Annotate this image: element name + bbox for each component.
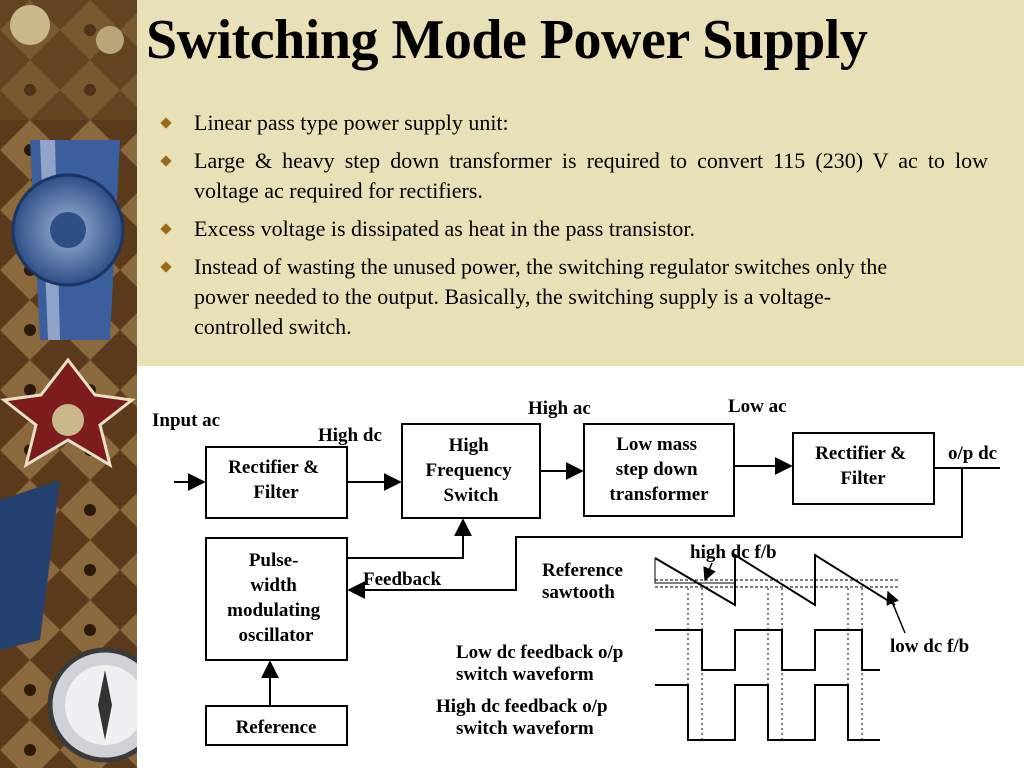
feedback-label: Feedback [363, 569, 442, 590]
pwm-oscillator-label: Pulse- width modulating oscillator [227, 550, 325, 646]
bullet-item: Large & heavy step down transformer is r… [160, 146, 988, 206]
rectifier-filter-block-2 [792, 432, 935, 505]
diamond-bullet-icon [160, 261, 172, 273]
transformer-label: Low mass step down transformer [609, 434, 709, 505]
rectifier-filter-2-label: Rectifier & Filter [815, 443, 911, 489]
reference-label: Reference [236, 717, 317, 738]
input-ac-label: Input ac [152, 410, 220, 431]
sawtooth-waveform [654, 553, 896, 607]
reference-block [205, 705, 348, 746]
rectifier-filter-1-label: Rectifier & Filter [228, 457, 324, 503]
low-dc-fb-label: low dc f/b [890, 636, 969, 657]
high-dc-square-wave [655, 684, 880, 741]
high-dc-waveform-label: High dc feedback o/p switch waveform [436, 696, 612, 739]
transformer-block [583, 423, 735, 517]
smps-block-diagram: Rectifier & Filter High Frequency Switch… [137, 366, 1024, 768]
bullet-list: Linear pass type power supply unit: Larg… [160, 108, 988, 350]
bullet-item: Linear pass type power supply unit: [160, 108, 988, 138]
rectifier-filter-block-1 [205, 446, 348, 519]
bullet-text: Excess voltage is dissipated as heat in … [194, 216, 696, 241]
bullet-text: Large & heavy step down transformer is r… [194, 148, 988, 203]
bullet-text: Instead of wasting the unused power, the… [194, 254, 888, 339]
high-dc-fb-label: high dc f/b [690, 542, 777, 563]
high-ac-label: High ac [528, 398, 591, 419]
low-ac-label: Low ac [728, 396, 787, 417]
diagram-svg: Rectifier & Filter High Frequency Switch… [152, 396, 1000, 746]
pwm-oscillator-block [205, 537, 348, 661]
output-dc-label: o/p dc [948, 443, 997, 464]
high-frequency-switch-label: High Frequency Switch [426, 435, 517, 506]
pwm-to-switch-arrow [347, 518, 472, 559]
feedback-path [347, 468, 963, 599]
decorative-medals-image [0, 0, 137, 768]
low-dc-waveform-label: Low dc feedback o/p switch waveform [456, 642, 628, 685]
bullet-item: Excess voltage is dissipated as heat in … [160, 214, 988, 244]
high-dc-label: High dc [318, 425, 382, 446]
sawtooth-base [654, 558, 735, 584]
diamond-bullet-icon [160, 155, 172, 167]
low-dc-square-wave [655, 629, 880, 671]
high-dc-fb-pointer [703, 562, 716, 582]
diamond-bullet-icon [160, 117, 172, 129]
bullet-text: Linear pass type power supply unit: [194, 110, 509, 135]
diamond-bullet-icon [160, 223, 172, 235]
bullet-item: Instead of wasting the unused power, the… [160, 252, 894, 342]
reference-sawtooth-label: Reference sawtooth [542, 560, 628, 603]
slide-title: Switching Mode Power Supply [146, 9, 868, 71]
low-dc-fb-pointer [886, 590, 906, 634]
